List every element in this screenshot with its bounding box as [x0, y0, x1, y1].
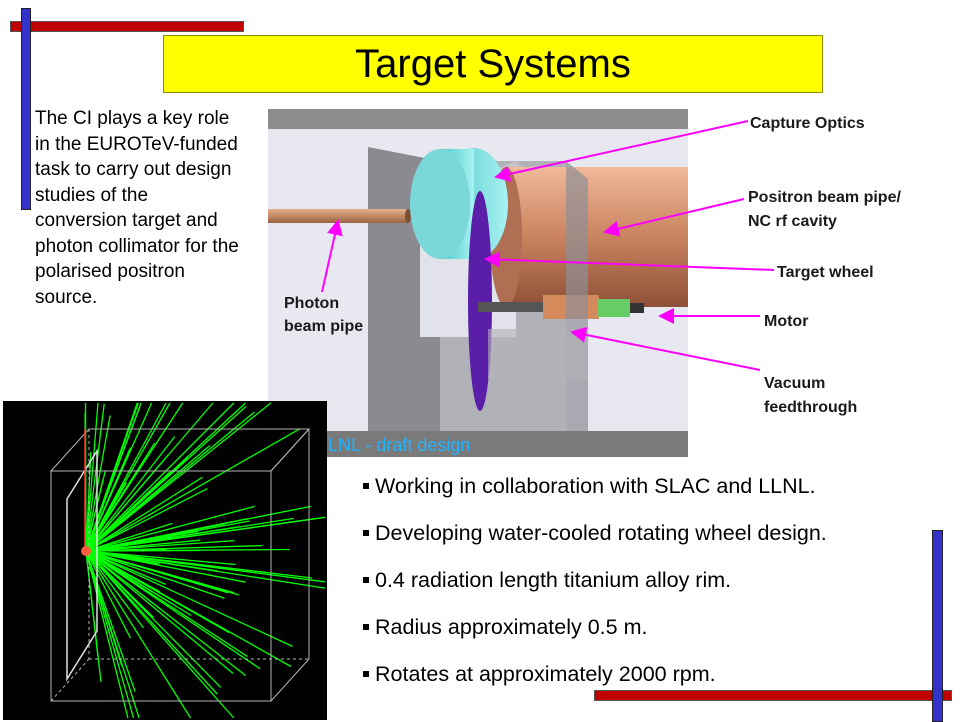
particle-track	[85, 550, 326, 589]
particle-track	[85, 415, 111, 552]
particle-track	[85, 550, 129, 719]
particle-track	[85, 550, 102, 682]
photon-beam-pipe	[268, 209, 408, 223]
bullet-item: Radius approximately 0.5 m.	[363, 611, 827, 658]
target-system-render	[268, 109, 688, 457]
particle-track	[85, 505, 255, 552]
particle-track	[85, 428, 301, 552]
callout-vacuum-feedthrough: Vacuum feedthrough	[764, 375, 858, 416]
particle-track	[85, 476, 203, 552]
figure-caption: LLNL - draft design	[318, 435, 471, 455]
target-plate	[66, 448, 98, 682]
motor-coupling	[598, 299, 630, 317]
particle-track	[85, 402, 138, 552]
particle-track	[85, 436, 176, 552]
title-box: Target Systems	[163, 35, 823, 93]
particle-track	[85, 488, 208, 552]
callout-capture-optics: Capture Optics	[750, 115, 865, 132]
accent-bar-top-red	[10, 21, 244, 32]
particle-track	[85, 550, 293, 647]
particle-track	[85, 402, 272, 552]
particle-track	[85, 457, 189, 552]
bullet-square-icon	[363, 530, 369, 536]
particle-track	[85, 550, 192, 719]
particle-track	[85, 402, 99, 552]
motor-shaft	[478, 302, 548, 312]
detector-box-wireframe	[49, 428, 311, 702]
accent-bar-bottom-blue	[932, 530, 943, 722]
target-wheel	[468, 191, 492, 411]
particle-track	[85, 550, 240, 596]
particle-track	[85, 445, 211, 552]
bullet-square-icon	[363, 624, 369, 630]
particle-track	[85, 522, 173, 552]
particle-track	[85, 550, 247, 677]
particle-track	[85, 550, 131, 639]
bullet-square-icon	[363, 671, 369, 677]
accent-bar-bottom-red	[594, 690, 952, 701]
interaction-point	[81, 546, 91, 556]
callout-motor: Motor	[764, 313, 809, 330]
callout-photon-beam-pipe: Photon beam pipe	[284, 295, 364, 335]
callout-target-wheel: Target wheel	[777, 264, 874, 281]
render-bottom-band	[268, 431, 688, 457]
particle-track	[85, 402, 235, 552]
particle-track	[85, 550, 225, 599]
particle-track	[85, 550, 135, 719]
particle-track	[85, 550, 235, 719]
bullet-item: 0.4 radiation length titanium alloy rim.	[363, 564, 827, 611]
particle-track	[85, 523, 226, 552]
particle-track	[85, 402, 171, 552]
bullet-item: Developing water-cooled rotating wheel d…	[363, 517, 827, 564]
render-top-band	[268, 109, 688, 129]
particle-track	[85, 550, 230, 634]
intro-paragraph: The CI plays a key role in the EUROTeV-f…	[35, 108, 239, 308]
particle-track	[85, 550, 222, 688]
particle-track	[85, 548, 290, 552]
particle-track	[85, 550, 136, 692]
particle-track	[85, 550, 326, 583]
bullet-square-icon	[363, 577, 369, 583]
particle-track	[85, 539, 235, 552]
particle-track	[85, 550, 234, 674]
callout-positron-beam-pipe: Positron beam pipe/ NC rf cavity	[748, 189, 901, 230]
bullet-list: Working in collaboration with SLAC and L…	[363, 470, 827, 705]
bullet-item: Rotates at approximately 2000 rpm.	[363, 658, 827, 705]
accent-bar-top-blue	[21, 8, 31, 210]
bullet-square-icon	[363, 483, 369, 489]
particle-track	[85, 516, 326, 552]
particle-track	[85, 550, 140, 719]
bullet-item: Working in collaboration with SLAC and L…	[363, 470, 827, 517]
particle-track	[85, 550, 144, 629]
particle-track	[85, 550, 261, 670]
simulation-tracks-image	[3, 401, 327, 720]
positron-beam-pipe	[506, 167, 688, 307]
slide-title: Target Systems	[355, 41, 631, 86]
particle-track	[85, 550, 236, 566]
